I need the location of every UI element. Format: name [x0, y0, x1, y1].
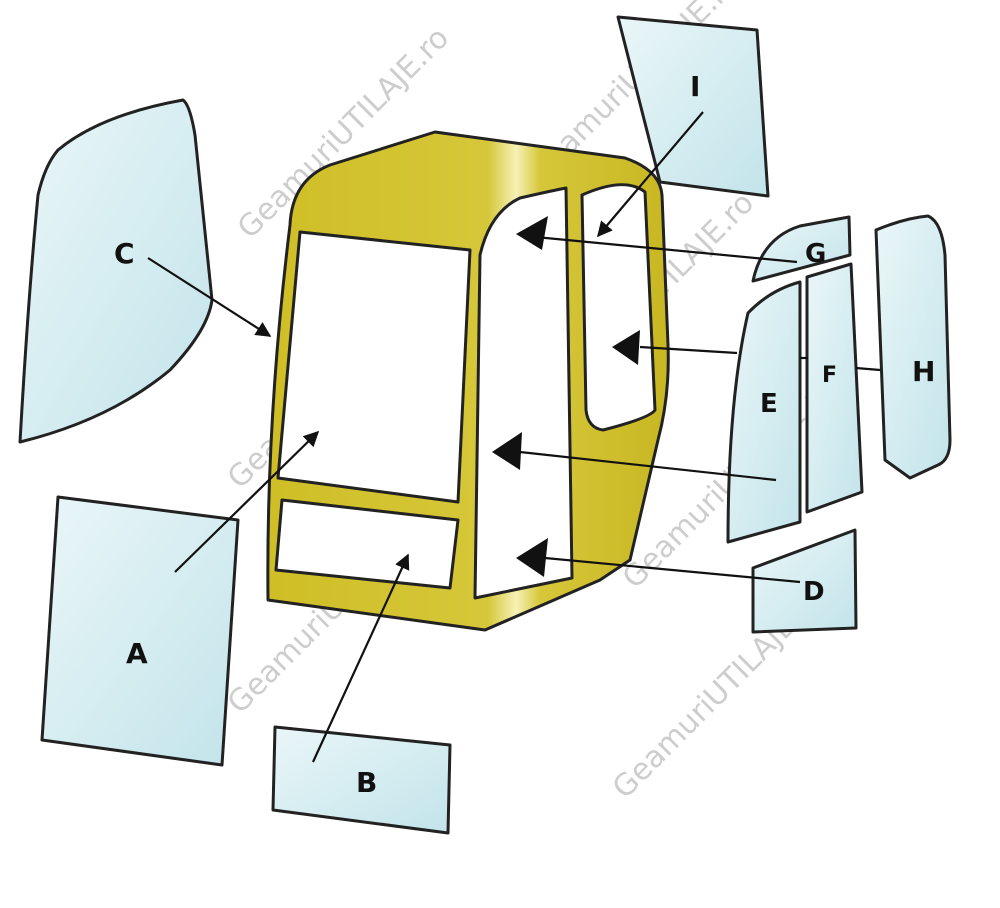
leader-g	[524, 234, 798, 264]
front-window-opening	[276, 230, 472, 504]
arrowhead-d	[516, 538, 548, 577]
glass-a-front	[40, 495, 240, 767]
leader-d	[544, 556, 801, 584]
label-a: A	[126, 637, 148, 670]
leader-b	[312, 553, 410, 763]
leader-i	[597, 111, 704, 238]
glass-h-side	[874, 214, 952, 480]
glass-g-door-top	[751, 215, 852, 283]
label-h: H	[912, 355, 935, 388]
label-b: B	[356, 766, 377, 799]
label-f: F	[822, 363, 837, 388]
lower-front-opening	[274, 498, 460, 590]
glass-c-windshield	[18, 98, 214, 444]
glass-i-rear	[616, 15, 770, 198]
leader-a	[174, 430, 320, 573]
leader-c	[147, 257, 272, 337]
leader-f-h	[855, 366, 881, 372]
leaders	[147, 111, 881, 763]
label-c: C	[114, 237, 135, 270]
glass-d-lower-door	[751, 528, 858, 634]
leader-e-upper	[639, 345, 738, 355]
leader-e-lower	[519, 450, 777, 482]
label-g: G	[805, 239, 826, 269]
label-d: D	[803, 577, 825, 607]
cab-frame	[266, 130, 670, 632]
glass-f-door-side	[805, 262, 864, 514]
rear-side-opening	[580, 183, 657, 432]
door-opening	[473, 186, 574, 600]
label-e: E	[760, 389, 778, 419]
labels: C A B I G E F H D	[114, 70, 935, 799]
label-i: I	[690, 70, 700, 103]
arrowhead-e-lower	[492, 432, 522, 470]
arrowhead-e-upper	[612, 330, 640, 365]
arrowhead-g	[516, 216, 548, 250]
